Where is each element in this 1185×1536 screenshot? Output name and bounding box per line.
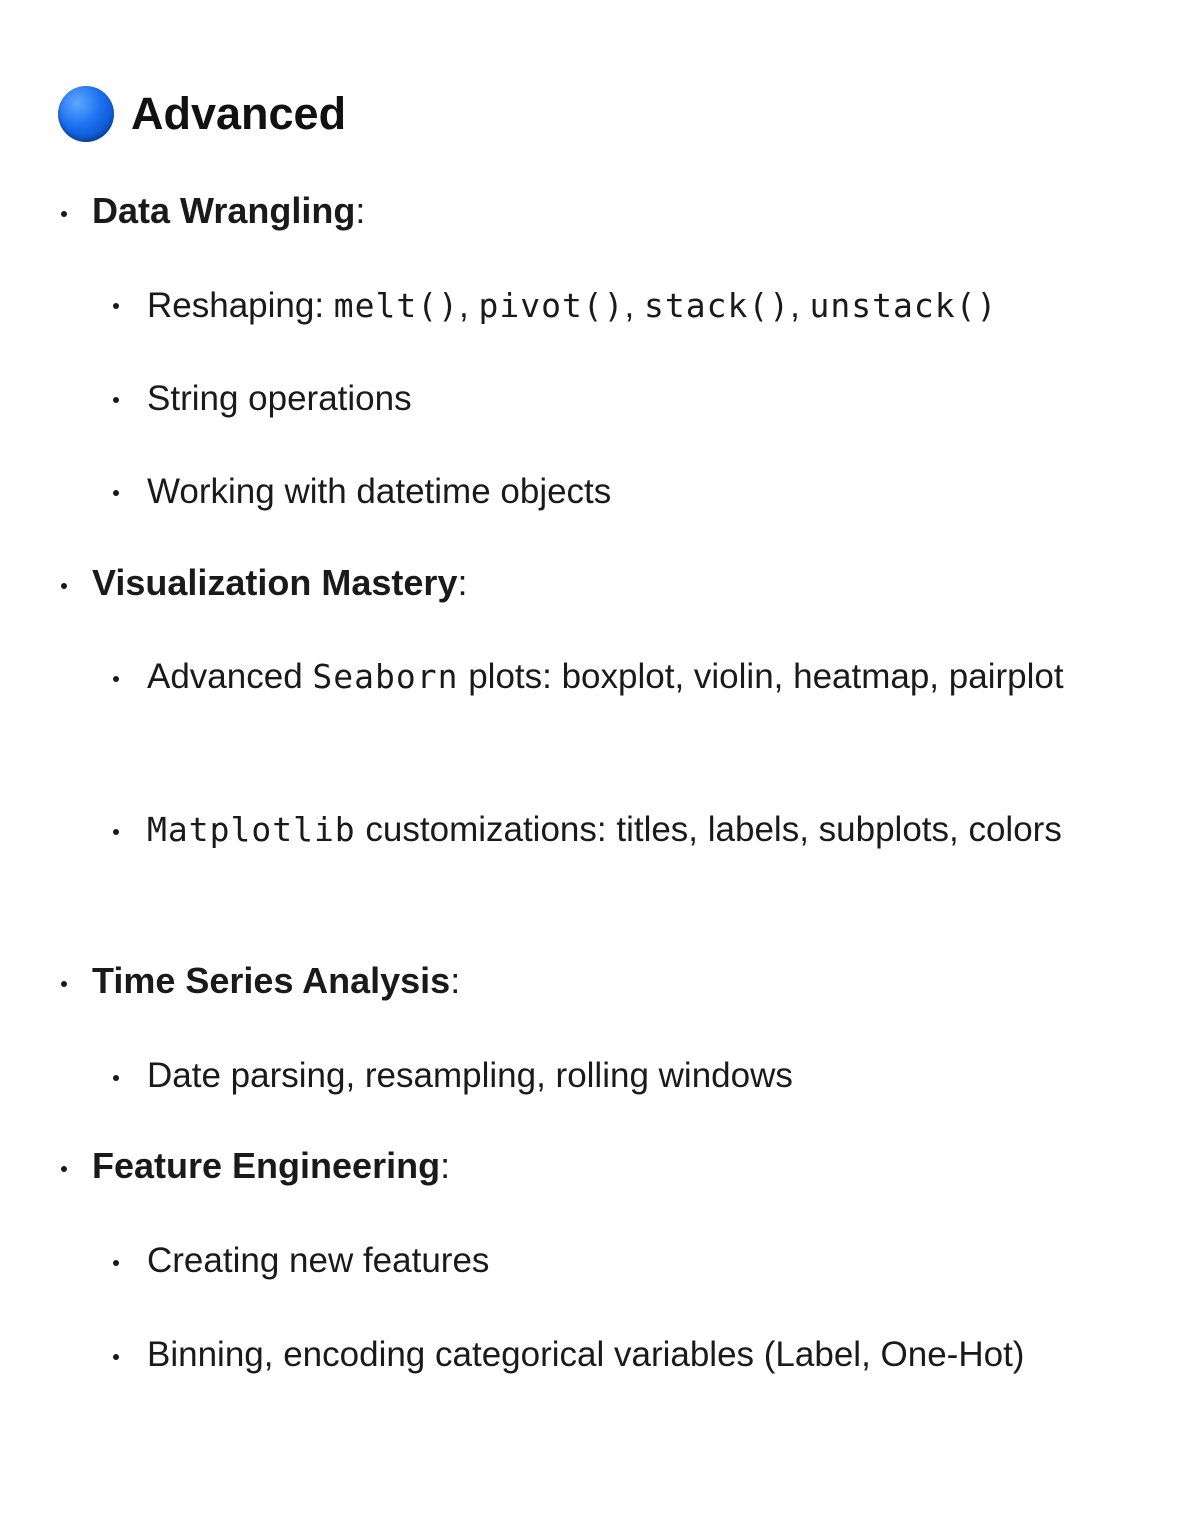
list-item-matplotlib: Matplotlib customizations: titles, label… [147, 810, 1062, 849]
topic-visualization-mastery: Visualization Mastery: [92, 562, 468, 603]
topic-title: Time Series Analysis [92, 960, 451, 1001]
bullet-icon [113, 1354, 119, 1360]
list-item: Date parsing, resampling, rolling window… [147, 1056, 793, 1095]
topic-feature-engineering: Feature Engineering: [92, 1145, 451, 1186]
bullet-icon [113, 303, 119, 309]
bullet-icon [113, 829, 119, 835]
code-matplotlib: Matplotlib [147, 810, 356, 849]
code-unstack: unstack() [809, 286, 998, 325]
bullet-icon [113, 1075, 119, 1081]
topic-title: Visualization Mastery [92, 562, 458, 603]
topic-data-wrangling: Data Wrangling: [92, 190, 366, 231]
bullet-icon [113, 490, 119, 496]
list-item-seaborn: Advanced Seaborn plots: boxplot, violin,… [147, 657, 1064, 696]
code-stack: stack() [644, 286, 791, 325]
section-header: Advanced [58, 84, 346, 144]
list-item-reshaping: Reshaping: melt(), pivot(), stack(), uns… [147, 286, 998, 325]
code-pivot: pivot() [478, 286, 625, 325]
bullet-icon [113, 1260, 119, 1266]
list-item: Creating new features [147, 1241, 490, 1280]
bullet-icon [61, 211, 67, 217]
code-seaborn: Seaborn [312, 657, 459, 696]
section-title: Advanced [131, 88, 347, 139]
list-item: String operations [147, 379, 412, 418]
code-melt: melt() [333, 286, 460, 325]
bullet-icon [113, 676, 119, 682]
list-item: Working with datetime objects [147, 472, 612, 511]
bullet-icon [61, 981, 67, 987]
topic-title: Feature Engineering [92, 1145, 441, 1186]
bullet-icon [113, 397, 119, 403]
bullet-icon [61, 583, 67, 589]
blue-circle-icon [58, 86, 114, 142]
topic-title: Data Wrangling [92, 190, 356, 231]
bullet-icon [61, 1166, 67, 1172]
list-item: Binning, encoding categorical variables … [147, 1335, 1025, 1374]
topic-time-series-analysis: Time Series Analysis: [92, 960, 461, 1001]
